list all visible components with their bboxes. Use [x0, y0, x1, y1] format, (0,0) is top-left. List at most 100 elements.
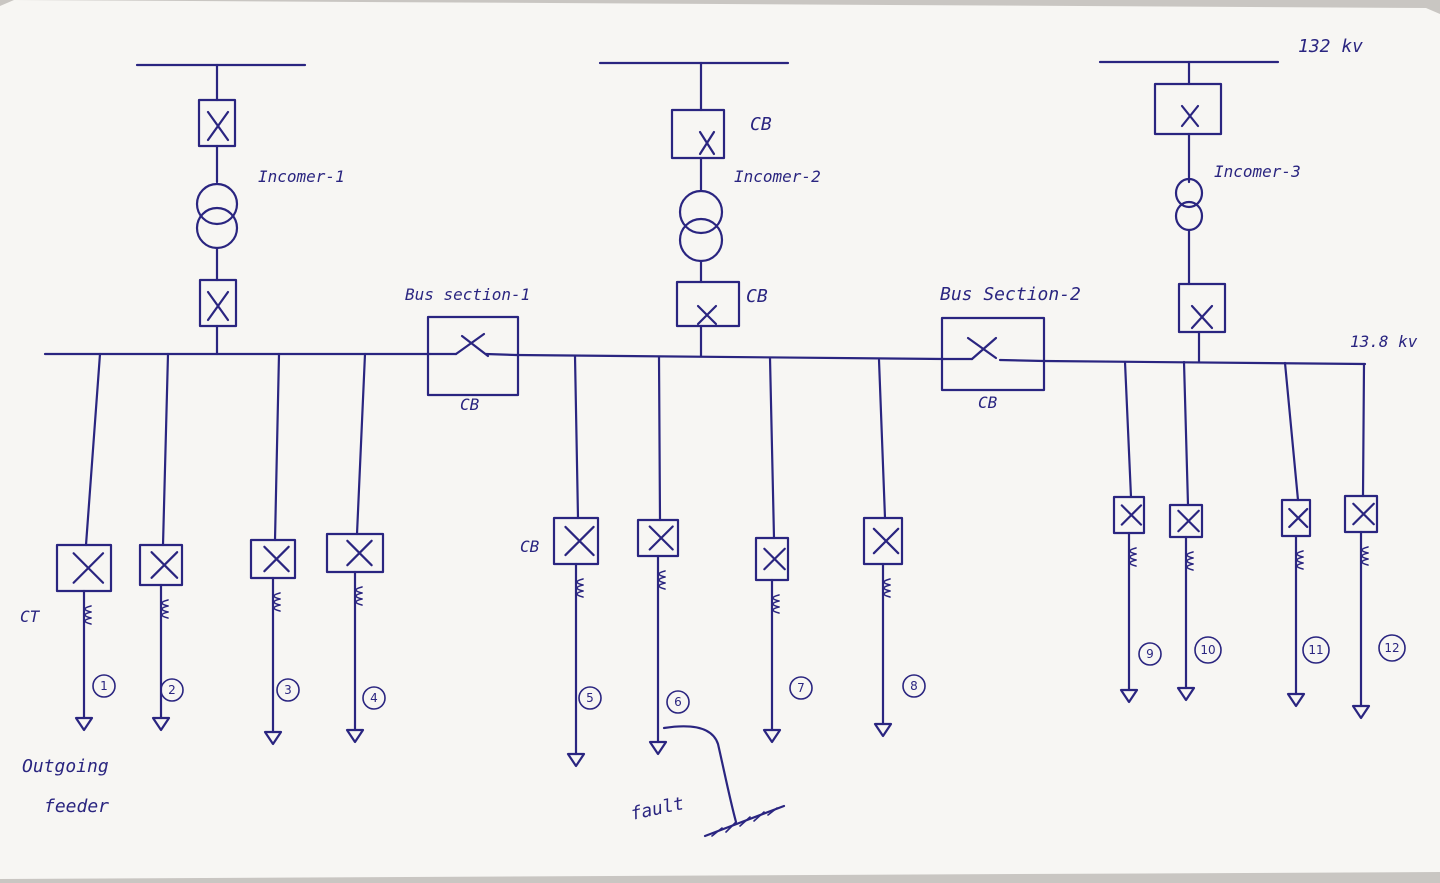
feeder-8-number: 8 [910, 679, 918, 693]
fault-path [662, 725, 786, 838]
feeder-11-cable-upper [1283, 361, 1300, 502]
feeder-1-cable-upper [84, 352, 102, 547]
feeder-7-ct-icon [772, 594, 780, 614]
feeder-5: 5 [552, 354, 602, 768]
feeder-12-cable-upper [1361, 362, 1366, 498]
feeder-6: 6 [636, 355, 690, 756]
feeder-5-number: 5 [586, 691, 594, 705]
feeder-1-ct-label: CT [20, 607, 41, 626]
feeder-10-number-circle [1194, 636, 1222, 664]
feeder-1: 1 [55, 352, 116, 732]
feeder-12: 12 [1343, 362, 1406, 720]
feeder-7-number: 7 [797, 681, 805, 695]
incomer-3-label: Incomer-3 [1214, 162, 1301, 181]
feeder-10-arrow-icon [1176, 686, 1196, 702]
feeder-1-arrow-icon [74, 716, 94, 732]
feeder-6-ct-icon [658, 570, 666, 590]
feeder-11: 11 [1280, 361, 1330, 708]
feeder-11-number: 11 [1308, 643, 1323, 657]
bus-section-2-cb-label: CB [978, 393, 998, 412]
feeder-9-ct-icon [1129, 547, 1137, 567]
incomer-1-label: Incomer-1 [258, 167, 345, 186]
feeder-4-arrow-icon [345, 728, 365, 744]
feeder-2-cable-upper [161, 352, 170, 547]
outgoing-feeder-note-line2: feeder [44, 796, 109, 817]
feeder-12-arrow-icon [1351, 704, 1371, 720]
bus-section-2-label: Bus Section-2 [940, 284, 1081, 305]
feeder-1-breaker-x [72, 552, 105, 584]
feeder-2-ct-icon [161, 599, 169, 619]
bus-section-2-breaker [940, 316, 1046, 392]
feeder-7-number-circle [789, 676, 813, 700]
feeder-1-number: 1 [100, 679, 108, 693]
feeder-4-cable-upper [355, 352, 367, 536]
feeder-5-cable-upper [573, 354, 580, 520]
feeder-6-arrow-icon [648, 740, 668, 756]
incomer-2-lv-breaker [675, 280, 741, 328]
feeder-7-cable-upper [768, 356, 776, 540]
feeder-12-ct-icon [1361, 546, 1369, 566]
feeder-8-ct-icon [883, 578, 891, 598]
feeder-8: 8 [862, 358, 926, 738]
incomer-2-hv-breaker [670, 108, 726, 160]
feeder-9-number-circle [1138, 642, 1162, 666]
feeder-11-number-circle [1302, 636, 1330, 664]
bus-section-1 [426, 315, 520, 397]
feeder-2-number: 2 [168, 683, 176, 697]
incomer-2-transformer-primary [678, 189, 724, 235]
feeder-9-number: 9 [1146, 647, 1154, 661]
feeder-3-number-circle [276, 678, 300, 702]
incomer-2 [670, 61, 741, 358]
bus-section-1-breaker [426, 315, 520, 397]
feeder-8-arrow-icon [873, 722, 893, 738]
lv-voltage-label: 13.8 kv [1350, 332, 1418, 351]
hv-voltage-label: 132 kv [1298, 36, 1363, 57]
incomer-2-label: Incomer-2 [734, 167, 821, 186]
feeder-12-number-circle [1378, 634, 1406, 662]
feeder-1-ct-icon [84, 605, 92, 625]
feeder-11-arrow-icon [1286, 692, 1306, 708]
feeder-7: 7 [754, 356, 813, 744]
feeder-4-number-circle [362, 686, 386, 710]
feeder-5-ct-icon [576, 578, 584, 598]
feeder-5-breaker-x [564, 525, 595, 557]
incomer-3 [1153, 60, 1227, 364]
feeder-10-number: 10 [1200, 643, 1215, 657]
feeder-5-cb-label: CB [520, 537, 540, 556]
feeder-10-ct-icon [1186, 551, 1194, 571]
feeder-5-arrow-icon [566, 752, 586, 768]
feeder-12-breaker-x [1352, 502, 1375, 526]
feeder-1-number-circle [92, 674, 116, 698]
feeder-9: 9 [1112, 360, 1162, 704]
feeder-10-cable-upper [1182, 360, 1190, 507]
feeder-3: 3 [249, 352, 300, 746]
feeder-9-breaker-x [1120, 504, 1143, 526]
feeder-9-cable-upper [1123, 360, 1133, 499]
feeder-8-number-circle [902, 674, 926, 698]
feeder-9-arrow-icon [1119, 688, 1139, 704]
bus-section-2 [940, 316, 1046, 392]
feeder-2-breaker-x [150, 551, 179, 579]
feeder-4-number: 4 [370, 691, 378, 705]
feeder-3-ct-icon [273, 592, 281, 612]
feeder-2-number-circle [160, 678, 184, 702]
incomer-2-lv-cb-label: CB [746, 286, 768, 307]
feeder-2: 2 [138, 352, 184, 732]
feeder-7-breaker-x [763, 547, 786, 571]
feeder-2-arrow-icon [151, 716, 171, 732]
feeder-3-arrow-icon [263, 730, 283, 746]
feeder-4-ct-icon [355, 586, 363, 606]
incomer-2-hv-cb-label: CB [750, 114, 772, 135]
incomer-1 [195, 63, 239, 356]
feeder-3-number: 3 [284, 683, 292, 697]
bus-section-1-cb-label: CB [460, 395, 480, 414]
incomer-3-lv-breaker [1177, 282, 1227, 334]
feeder-6-cable-upper [657, 355, 662, 522]
feeder-11-ct-icon [1296, 550, 1304, 570]
feeder-3-cable-upper [273, 352, 281, 542]
feeder-8-breaker-x [872, 527, 900, 555]
feeder-7-arrow-icon [762, 728, 782, 744]
